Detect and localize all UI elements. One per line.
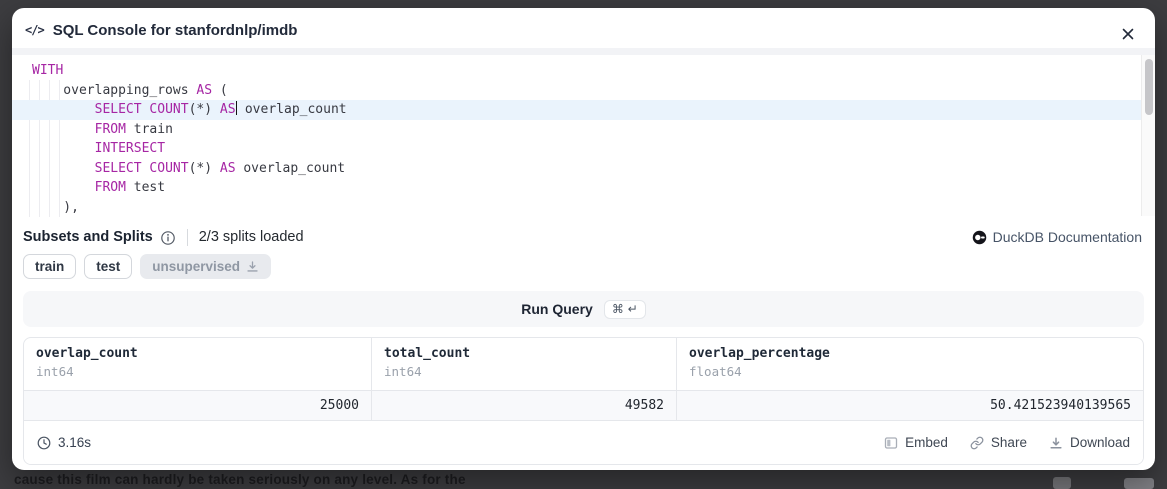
download-icon <box>1049 436 1063 450</box>
vertical-divider <box>186 228 188 246</box>
query-duration: 3.16s <box>37 435 91 450</box>
close-button[interactable] <box>1117 23 1139 45</box>
results-data-row: 25000 49582 50.421523940139565 <box>24 390 1143 420</box>
close-icon <box>1121 27 1135 41</box>
split-pill-unsupervised[interactable]: unsupervised <box>140 254 272 279</box>
editor-scrollbar-track[interactable] <box>1141 55 1155 216</box>
download-icon <box>246 260 259 273</box>
keyboard-shortcut-badge: ⌘ ↵ <box>603 299 646 319</box>
results-header-row: overlap_count int64 total_count int64 ov… <box>24 338 1143 390</box>
run-query-label: Run Query <box>521 301 593 317</box>
code-line: WITH <box>32 63 64 78</box>
clock-icon <box>37 436 51 450</box>
modal-header: </> SQL Console for stanfordnlp/imdb <box>12 8 1155 48</box>
code-line: ), <box>32 199 79 215</box>
share-link-icon <box>970 436 984 450</box>
embed-icon <box>884 436 898 450</box>
background-artifact <box>1053 477 1071 489</box>
info-icon[interactable] <box>160 230 176 246</box>
background-artifact <box>1124 478 1154 489</box>
code-line-active: SELECT COUNT(*) AS overlap_count <box>12 100 1141 120</box>
duration-value: 3.16s <box>58 435 92 450</box>
background-dataset-text: cause this film can hardly be taken seri… <box>14 472 466 487</box>
header-divider <box>12 48 1155 55</box>
text-cursor <box>235 101 238 115</box>
column-header: total_count int64 <box>372 338 677 390</box>
split-pill-train[interactable]: train <box>23 254 77 279</box>
column-header: overlap_percentage float64 <box>689 346 830 379</box>
column-header: overlap_count int64 <box>24 338 372 390</box>
code-line: SELECT COUNT(*) AS overlap_count <box>94 160 346 176</box>
split-pill-test[interactable]: test <box>84 254 133 279</box>
result-cell: 25000 <box>24 391 372 420</box>
query-results-card: overlap_count int64 total_count int64 ov… <box>23 337 1144 465</box>
download-button[interactable]: Download <box>1049 435 1130 450</box>
indent-guide <box>39 80 40 217</box>
embed-button[interactable]: Embed <box>884 435 948 450</box>
code-line: FROM train <box>94 121 173 137</box>
results-footer: 3.16s Embed Share <box>24 420 1143 464</box>
indent-guide <box>29 80 30 217</box>
duckdb-documentation-link[interactable]: DuckDB Documentation <box>972 229 1142 245</box>
result-actions: Embed Share Download <box>884 435 1130 450</box>
indent-guide <box>49 80 50 217</box>
result-cell: 49582 <box>372 391 677 420</box>
run-query-button[interactable]: Run Query ⌘ ↵ <box>23 291 1144 327</box>
share-button[interactable]: Share <box>970 435 1027 450</box>
sql-console-modal: </> SQL Console for stanfordnlp/imdb WIT… <box>12 8 1155 470</box>
duckdb-documentation-label: DuckDB Documentation <box>992 229 1142 245</box>
indent-guide <box>59 80 60 217</box>
code-line: overlapping_rows AS ( <box>32 82 228 98</box>
code-line: INTERSECT <box>94 141 166 156</box>
split-pills: train test unsupervised <box>23 254 272 279</box>
code-brackets-icon: </> <box>25 23 45 37</box>
sql-editor[interactable]: WITH overlapping_rows AS ( SELECT COUNT(… <box>12 55 1155 217</box>
result-cell: 50.421523940139565 <box>990 398 1131 413</box>
editor-scrollbar-thumb[interactable] <box>1145 59 1153 115</box>
duckdb-logo-icon <box>972 230 987 245</box>
modal-title: SQL Console for stanfordnlp/imdb <box>52 21 298 39</box>
splits-title: Subsets and Splits <box>23 229 153 245</box>
splits-loaded-status: 2/3 splits loaded <box>198 229 304 245</box>
code-line: FROM test <box>94 180 166 195</box>
splits-bar: Subsets and Splits 2/3 splits loaded Duc… <box>23 226 1142 248</box>
